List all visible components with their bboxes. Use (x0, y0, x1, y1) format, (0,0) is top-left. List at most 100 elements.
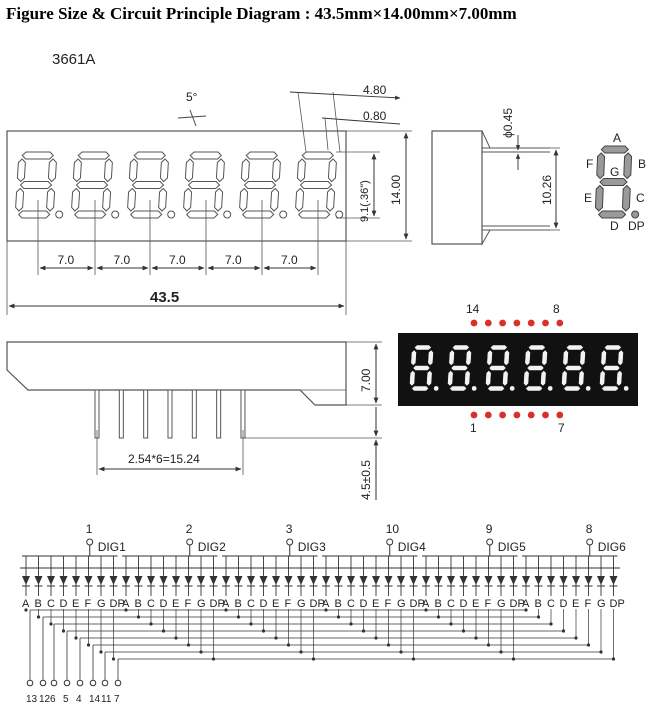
segment-label-a: A (22, 598, 30, 610)
legend-a: A (613, 131, 621, 145)
pitch-dim-label-5: 7.0 (281, 253, 298, 267)
legend-b: B (638, 157, 646, 171)
diode-c (247, 576, 255, 585)
diode-c (547, 576, 555, 585)
junction-dot (99, 650, 103, 654)
segment-e (523, 370, 530, 387)
digit-terminal-2 (186, 538, 194, 546)
side-body (431, 130, 483, 245)
photo-top-pin-5 (527, 319, 535, 327)
diode-f (484, 576, 493, 585)
segment-c (464, 370, 471, 387)
front-digit-4 (183, 151, 232, 219)
segment-label-f: F (285, 598, 292, 610)
front-outline (6, 130, 347, 242)
segment-a (451, 344, 470, 351)
segment-a (189, 151, 222, 160)
diode-b (134, 576, 143, 585)
pitch-dim-label-4: 7.0 (225, 253, 242, 267)
segment-c (621, 184, 631, 212)
segment-f (296, 158, 306, 183)
diode-f (584, 576, 593, 585)
segment-label-dp: DP (610, 598, 625, 610)
junction-dot (111, 657, 116, 661)
segment-a (21, 151, 54, 160)
diode-g (297, 576, 305, 585)
segment-label-e: E (272, 598, 279, 610)
segment-g (599, 178, 628, 186)
segment-label-dp: DP (110, 598, 125, 610)
pitch-dim-label-1: 7.0 (58, 253, 75, 267)
segment-label-f: F (485, 598, 492, 610)
segment-label-f: F (385, 598, 392, 610)
digit-terminal-3 (286, 538, 294, 546)
digit-terminal-6 (586, 538, 594, 546)
segment-label-a: A (422, 598, 430, 610)
segment-e (409, 370, 416, 387)
segment-dp (623, 385, 630, 392)
digit-terminal-5 (486, 538, 494, 546)
segment-c (540, 370, 547, 387)
front-digit-3 (127, 151, 176, 219)
segment-g (412, 365, 431, 371)
photo-digit-1 (409, 344, 440, 392)
segment-dp (335, 210, 344, 219)
segment-dp (223, 210, 232, 219)
digit-pin-2: 2 (186, 522, 193, 536)
segment-d (74, 210, 107, 219)
segment-f (524, 349, 531, 366)
photo-top-pin-7 (556, 319, 564, 327)
segment-dp (433, 385, 440, 392)
photo-bottom-pin-1 (470, 411, 478, 419)
segment-label-c: C (447, 598, 455, 610)
segment-a (133, 151, 166, 160)
segment-label-c: C (347, 598, 355, 610)
diode-dp (409, 576, 418, 585)
diode-a (522, 576, 530, 585)
diode-e (472, 576, 480, 585)
depth-label: 7.00 (359, 368, 373, 392)
pin-diameter-label: ϕ0.45 (501, 108, 515, 138)
segment-g (187, 181, 221, 189)
digit-label-2: DIG2 (198, 540, 226, 554)
segment-label-e: E (72, 598, 79, 610)
segment-e (183, 187, 193, 212)
photo-top-pin-2 (484, 319, 492, 327)
segment-c (502, 370, 509, 387)
digit-pin-5: 9 (486, 522, 493, 536)
diode-b (234, 576, 243, 585)
bottom-pin-3 (143, 389, 149, 439)
diode-e (172, 576, 180, 585)
diode-d (159, 576, 168, 585)
segment-b (503, 349, 510, 366)
segment-label-g: G (197, 598, 206, 610)
segment-b (427, 349, 434, 366)
segment-pin-terminal-a (26, 679, 34, 687)
segment-b (47, 158, 57, 183)
segment-e (71, 187, 81, 212)
segment-g (488, 365, 507, 371)
segment-f (486, 349, 493, 366)
segment-d (242, 210, 275, 219)
segment-pin-number-g: 11 (101, 694, 112, 705)
segment-b (541, 349, 548, 366)
segment-a (603, 344, 622, 351)
diode-g (497, 576, 505, 585)
photo-bottom-pin-3 (499, 411, 506, 419)
photo-pin-8: 8 (553, 302, 560, 316)
segment-pin-terminal-c (50, 679, 58, 687)
segment-e (599, 370, 606, 387)
width-dim-label: 43.5 (150, 289, 179, 306)
diode-d (559, 576, 568, 585)
diode-e (372, 576, 380, 585)
segment-label-b: B (535, 598, 542, 610)
segment-c (158, 187, 168, 212)
photo-bottom-pin-2 (484, 411, 492, 419)
diode-d (259, 576, 268, 585)
segment-pin-number-dp: 7 (114, 694, 120, 705)
segment-e (295, 187, 305, 212)
diode-e (72, 576, 80, 585)
segment-d (186, 210, 219, 219)
segment-g (526, 365, 545, 371)
